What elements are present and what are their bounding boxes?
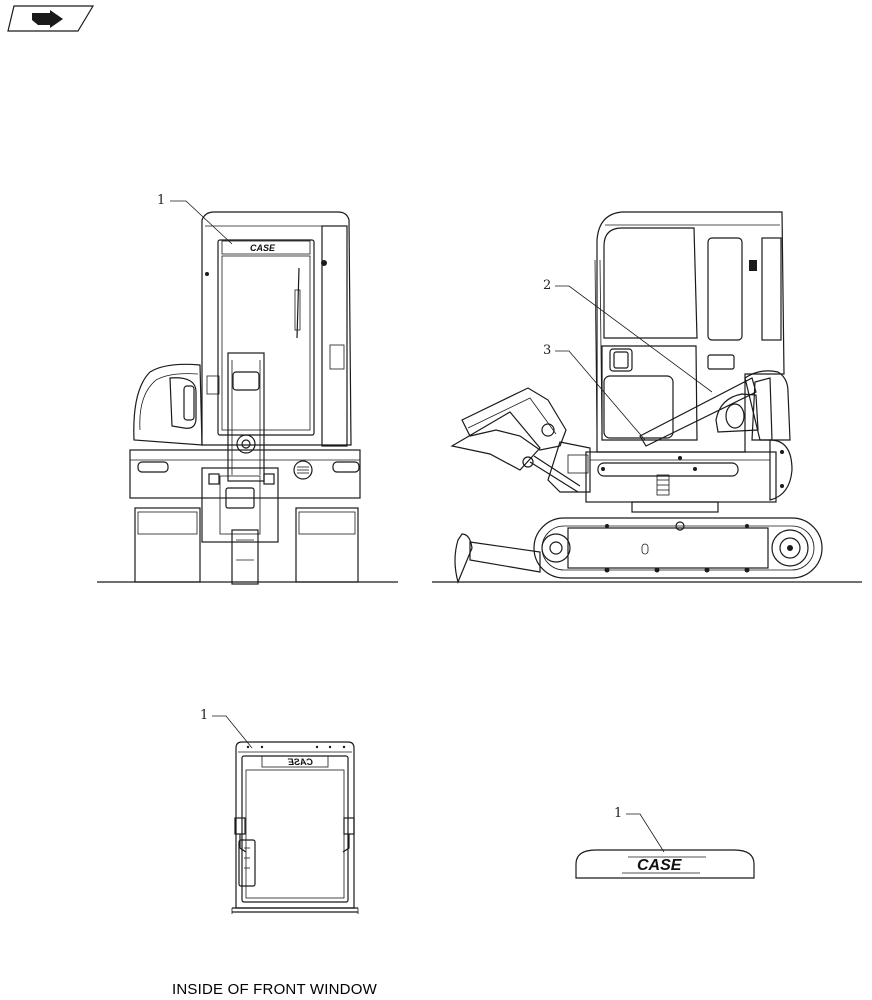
excavator-side-view: 2 3 xyxy=(432,211,862,584)
excavator-front-view: CASE xyxy=(97,193,398,585)
callout-side-3: 3 xyxy=(543,343,551,358)
book-arrow-icon[interactable] xyxy=(7,5,95,32)
callout-side-2: 2 xyxy=(543,278,551,293)
front-window-inside-view: 1 CASE xyxy=(200,708,359,914)
callout-decal-1: 1 xyxy=(614,806,622,821)
callout-window-1: 1 xyxy=(200,708,208,723)
decal-case-logo: CASE xyxy=(637,857,683,874)
case-decal-detail: 1 CASE xyxy=(575,806,755,879)
window-case-logo-mirrored: CASE xyxy=(287,757,313,767)
front-case-logo: CASE xyxy=(250,243,276,253)
view-caption: INSIDE OF FRONT WINDOW xyxy=(172,981,377,998)
callout-front-1: 1 xyxy=(157,193,165,208)
